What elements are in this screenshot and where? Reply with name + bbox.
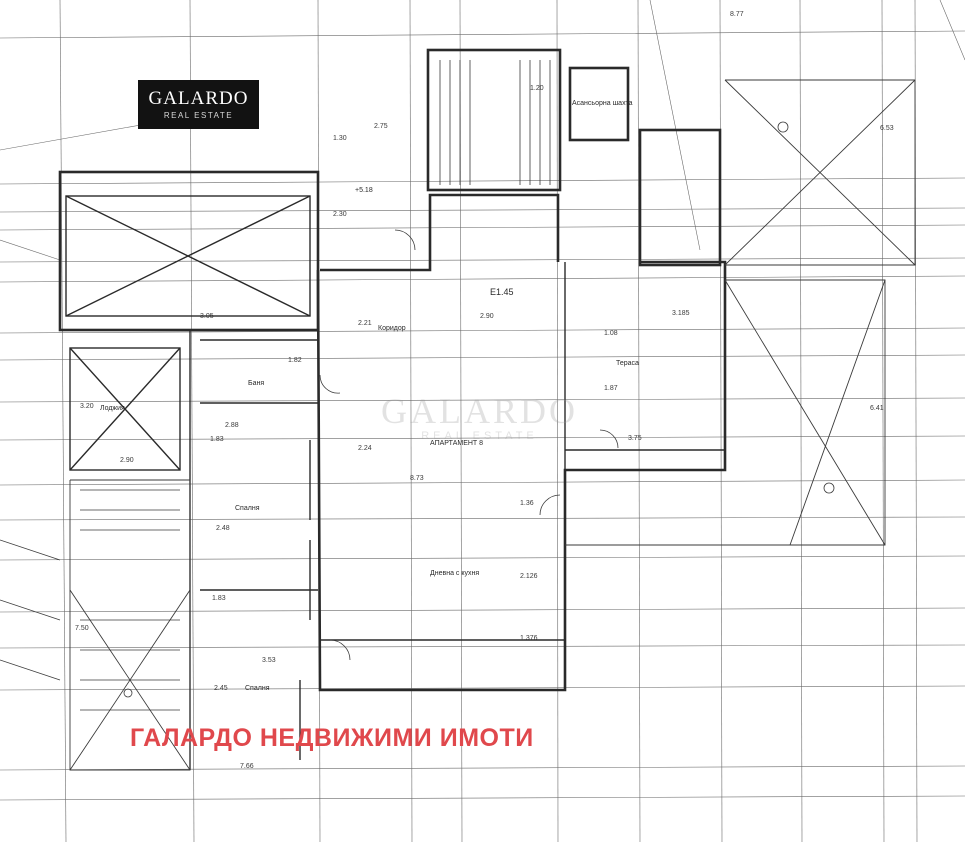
dim-label: 7.66 [240,763,254,770]
dim-label: 1.30 [333,135,347,142]
watermark-subtitle: REAL ESTATE [421,430,538,442]
door-swings [123,121,835,698]
dim-label: 6.41 [870,405,884,412]
dim-label: 2.90 [480,313,494,320]
dimension-labels: 2.75 1.30 2.30 2.21 2.24 8.73 2.90 3.185… [75,11,894,770]
room-label-loggia: Лоджия [100,405,125,412]
galardo-logo: GALARDO REAL ESTATE [138,80,259,129]
dim-label: 2.75 [374,123,388,130]
room-label-bedroom-1: Спалня [235,505,260,512]
dim-label: 2.30 [333,211,347,218]
room-labels: АПАРТАМЕНТ 8 Дневна с кухня Спалня Спалн… [100,100,639,692]
room-label-terrace: Тераса [616,360,639,367]
dim-label: 1.82 [288,357,302,364]
dim-label: 3.05 [200,313,214,320]
dim-label: 3.53 [262,657,276,664]
dim-label: 2.126 [520,573,538,580]
dim-label: 1.20 [530,85,544,92]
logo-subtitle: REAL ESTATE [163,111,234,120]
room-label-elevator: Асансьорна шахта [572,100,633,107]
dim-label: 1.36 [520,500,534,507]
agency-banner: ГАЛАРДО НЕДВИЖИМИ ИМОТИ [130,724,534,752]
dim-label: 1.87 [604,385,618,392]
level-marker: Е1.45 [490,287,514,297]
dim-label: 2.21 [358,320,372,327]
dim-label: 1.376 [520,635,538,642]
dim-label: 3.20 [80,403,94,410]
room-label-hall: Коридор [378,325,406,332]
dim-label: 6.53 [880,125,894,132]
dim-label: 1.83 [212,595,226,602]
dim-label: 8.73 [410,475,424,482]
dim-label: 8.77 [730,11,744,18]
dim-label: 2.45 [214,685,228,692]
room-label-bath: Баня [248,380,264,387]
center-watermark: GALARDO REAL ESTATE [372,392,587,442]
logo-name: GALARDO [148,88,249,109]
dim-label: 2.48 [216,525,230,532]
stair-hatching [0,60,551,711]
dim-label: 2.90 [120,457,134,464]
room-label-living: Дневна с кухня [430,570,479,577]
room-label-bedroom-2: Спалня [245,685,270,692]
dim-label: 7.50 [75,625,89,632]
dim-label: 2.24 [358,445,372,452]
dim-label: 1.83 [210,436,224,443]
dim-label: 3.75 [628,435,642,442]
dim-label: 2.88 [225,422,239,429]
hatch-marker: +5.18 [355,187,373,194]
room-label-apartment: АПАРТАМЕНТ 8 [430,440,483,447]
watermark-name: GALARDO [381,391,578,431]
dim-label: 1.08 [604,330,618,337]
dim-label: 3.185 [672,310,690,317]
